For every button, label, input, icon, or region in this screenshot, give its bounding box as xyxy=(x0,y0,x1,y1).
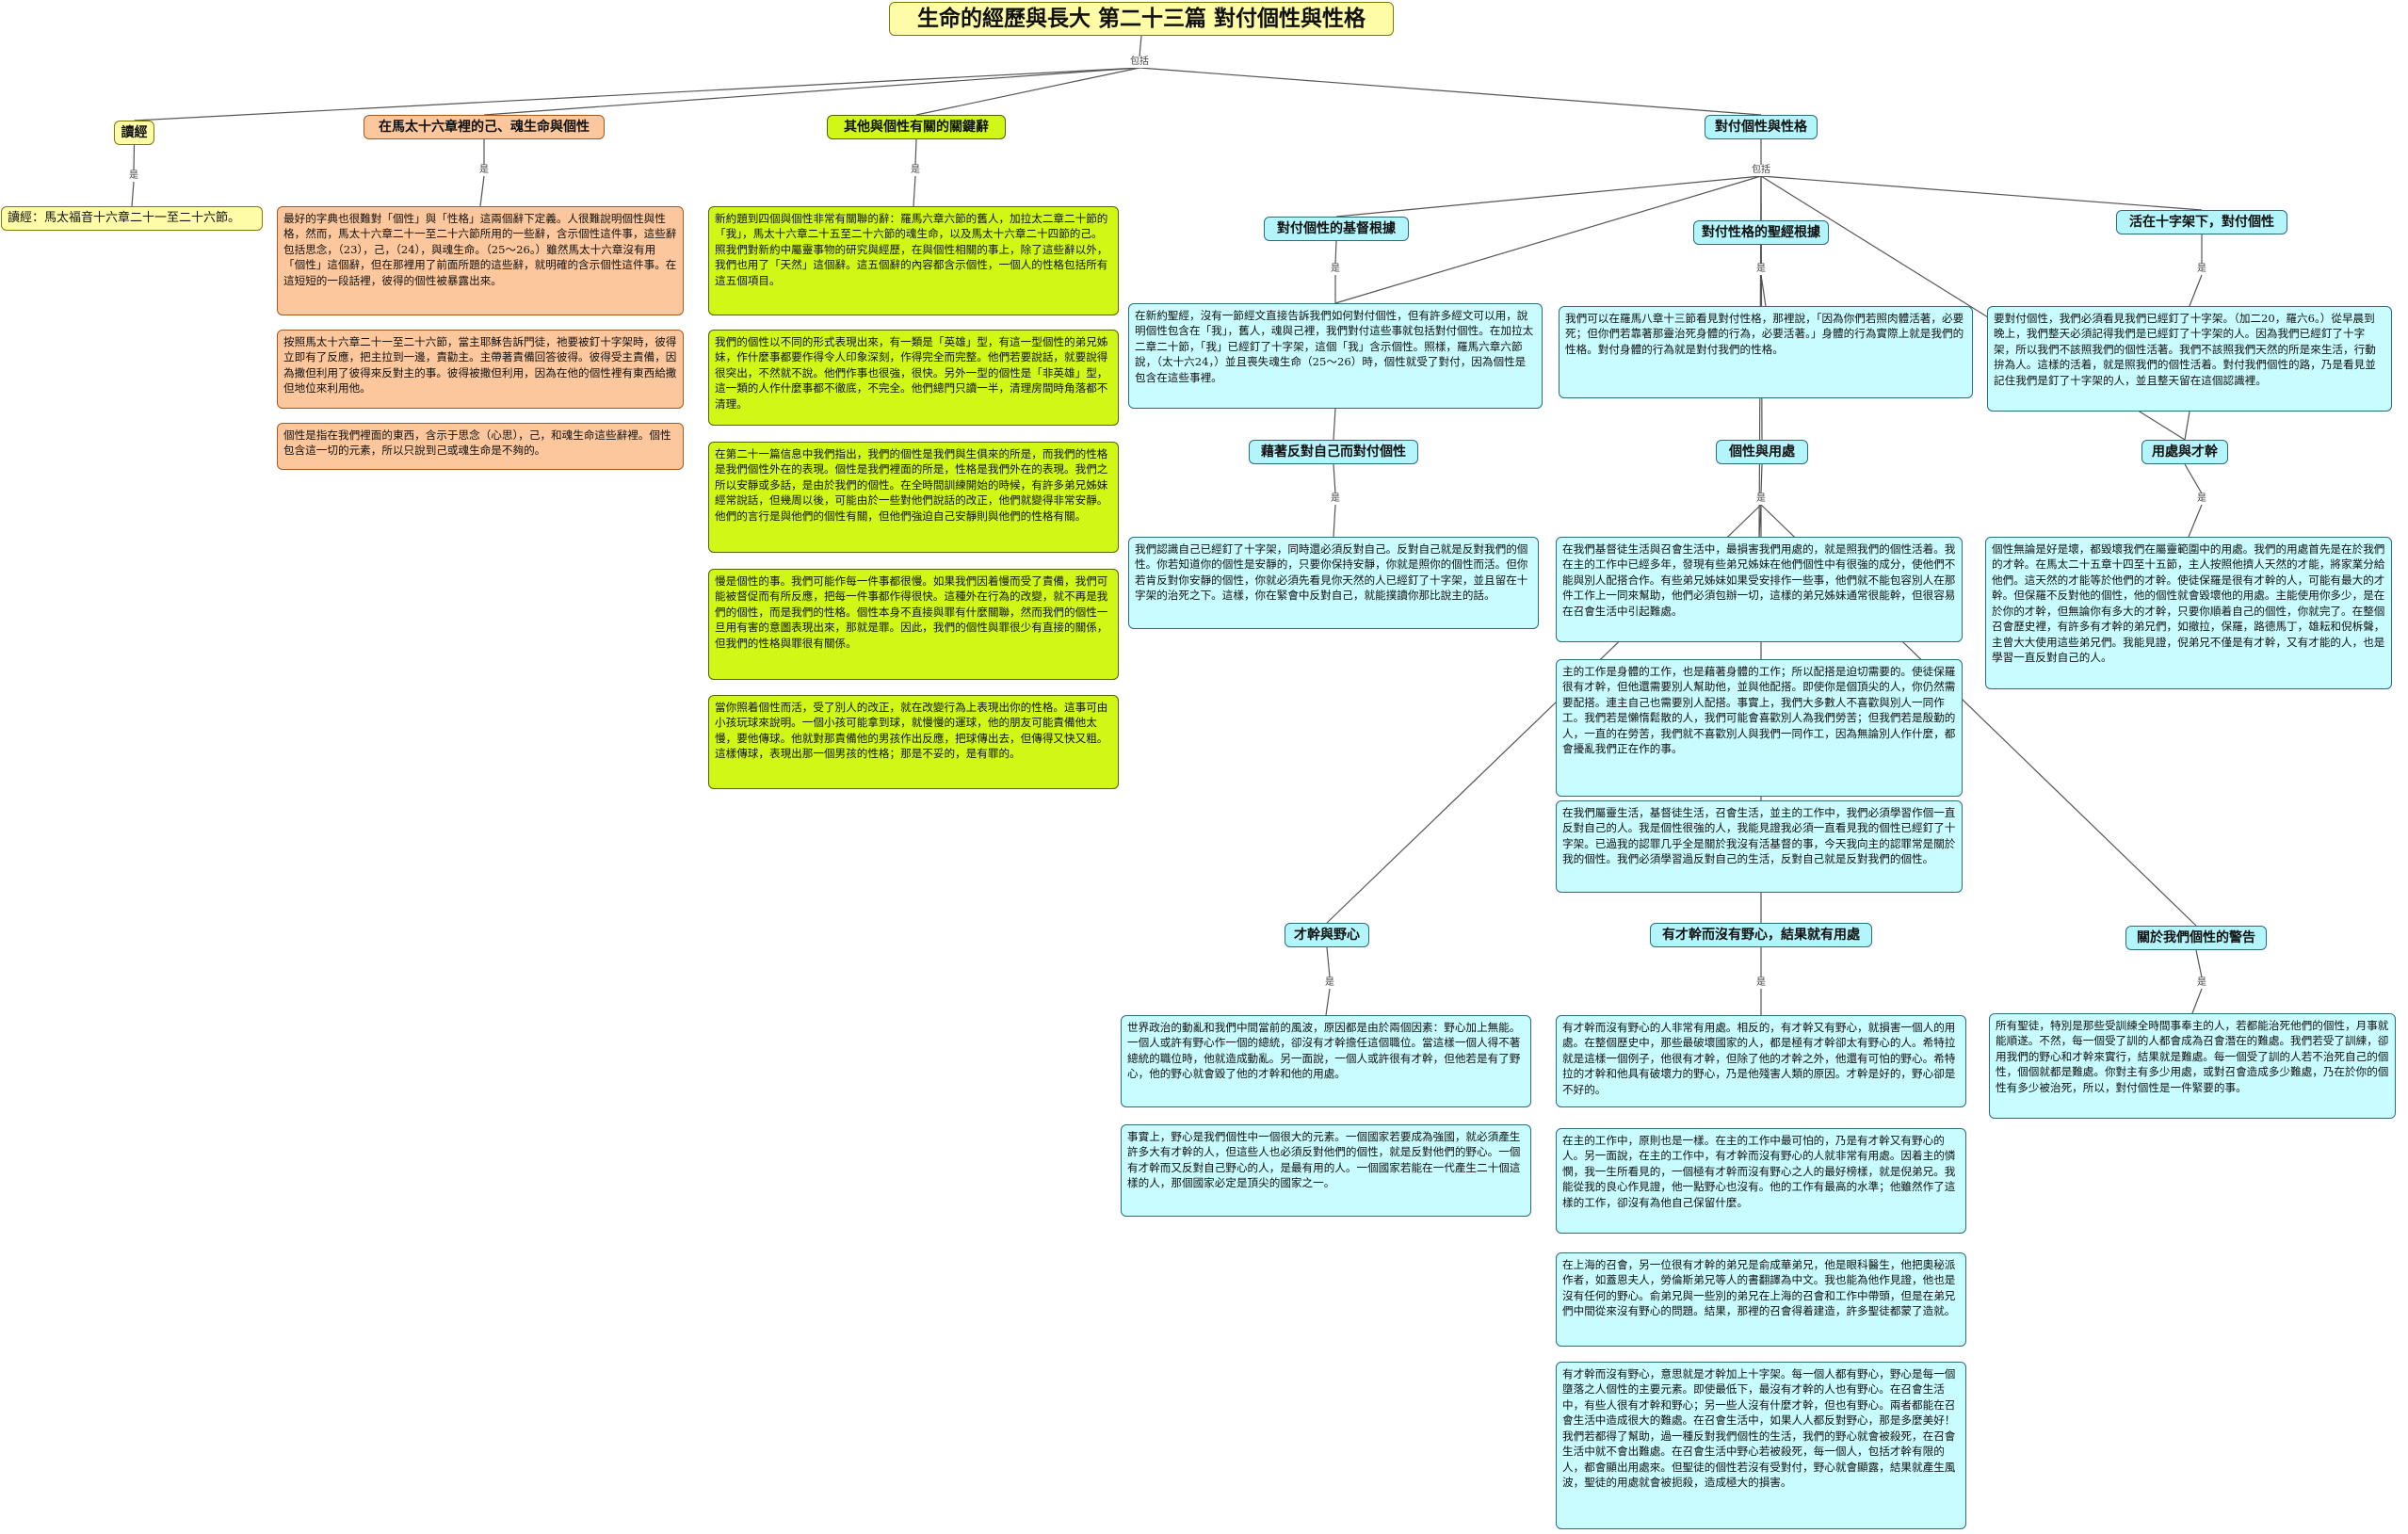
connector-line xyxy=(1334,240,1337,265)
topic-matthew-16[interactable]: 在馬太十六章裡的己、魂生命與個性 xyxy=(364,115,605,139)
connector-line xyxy=(2184,463,2203,494)
include-label: 包括 xyxy=(1751,165,1771,176)
is-label: 是 xyxy=(1330,493,1341,505)
root-topic[interactable]: 生命的經歷與長大 第二十三篇 對付個性與性格 xyxy=(889,2,1394,36)
ability-ambition-note: 事實上，野心是我們個性中一個很大的元素。一個國家若要成為強國，就必須產生許多大有… xyxy=(1121,1124,1531,1217)
connector-line xyxy=(1760,175,2203,211)
personality-usefulness-note: 在我們屬靈生活，基督徒生活，召會生活，並主的工作中，我們必須學習作個一直反對自己… xyxy=(1556,800,1963,893)
ability-without-ambition-note: 有才幹而沒有野心的人非常有用處。相反的，有才幹又有野心，就損害一個人的用處。在整… xyxy=(1556,1015,1966,1107)
topic-oppose-self[interactable]: 藉著反對自己而對付個性 xyxy=(1249,440,1418,464)
ability-without-ambition-note: 在上海的召會，另一位很有才幹的弟兄是俞成華弟兄，他是眼科醫生，他把奧秘派作者，如… xyxy=(1556,1252,1966,1347)
connector-line xyxy=(479,175,485,207)
is-label: 是 xyxy=(1755,264,1767,275)
roots-personality-note: 在新約聖經，沒有一節經文直接告訴我們如何對付個性，但有許多經文可以用，說明個性包… xyxy=(1128,303,1543,409)
warning-personality-note: 所有聖徒，特別是那些受訓練全時間事奉主的人，若都能治死他們的個性，月事就能順遂。… xyxy=(1989,1013,2396,1119)
topic-under-the-cross[interactable]: 活在十字架下，對付個性 xyxy=(2116,210,2287,234)
connector-line xyxy=(2191,988,2203,1014)
topic-deal-personality-character[interactable]: 對付個性與性格 xyxy=(1705,115,1818,139)
is-label: 是 xyxy=(2196,977,2207,989)
connector-line xyxy=(913,175,916,207)
ability-without-ambition-note: 有才幹而沒有野心，意思就是才幹加上十字架。每一個人都有野心，野心是每一個墮落之人… xyxy=(1556,1362,1966,1529)
personality-usefulness-note: 在我們基督徒生活與召會生活中，最損害我們用處的，就是照我們的個性活着。我在主的工… xyxy=(1556,537,1963,642)
topic-roots-personality[interactable]: 對付個性的基督根據 xyxy=(1264,217,1409,241)
ability-without-ambition-note: 在主的工作中，原則也是一樣。在主的工作中最可怕的，乃是有才幹又有野心的人。另一面… xyxy=(1556,1128,1966,1234)
matthew16-note: 個性是指在我們裡面的東西，含示于思念（心思），己，和魂生命這些辭裡。個性包含這一… xyxy=(277,423,684,470)
usefulness-ability-note: 個性無論是好是壞，都毀壞我們在屬靈範圍中的用處。我們的用處首先是在於我們的才幹。… xyxy=(1985,537,2392,689)
connector-line xyxy=(133,144,136,171)
connector-line xyxy=(1334,175,1762,304)
under-cross-note: 要對付個性，我們必須看見我們已經釘了十字架。（加二20，羅六6。）從早晨到晚上，… xyxy=(1987,306,2392,412)
topic-usefulness-ability[interactable]: 用處與才幹 xyxy=(2141,440,2228,464)
is-label: 是 xyxy=(910,165,921,176)
is-label: 是 xyxy=(478,165,490,176)
topic-reading[interactable]: 讀經 xyxy=(114,121,154,145)
topic-ability-without-ambition[interactable]: 有才幹而沒有野心，結果就有用處 xyxy=(1650,923,1872,947)
connector-line xyxy=(131,181,135,207)
connector-line xyxy=(2189,274,2203,307)
connector-line xyxy=(1335,175,1762,218)
connector-line xyxy=(1325,988,1331,1016)
connector-line xyxy=(1333,408,1336,441)
topic-personality-usefulness[interactable]: 個性與用處 xyxy=(1716,440,1808,464)
connector-line xyxy=(1760,274,1767,307)
reading-note: 讀經：馬太福音十六章二十一至二十六節。 xyxy=(1,206,263,231)
ability-ambition-note: 世界政治的動亂和我們中間當前的風波，原因都是由於兩個因素：野心加上無能。一個人或… xyxy=(1121,1015,1531,1107)
connector-line xyxy=(915,67,1140,116)
connector-line xyxy=(2184,411,2190,441)
related-keyword-note: 當你照着個性而活，受了別人的改正，就在改變行為上表現出你的性格。這事可由小孩玩球… xyxy=(708,695,1119,789)
personality-usefulness-note: 主的工作是身體的工作，也是藉著身體的工作；所以配搭是迫切需要的。使徒保羅很有才幹… xyxy=(1556,659,1963,797)
connector-line xyxy=(483,67,1140,116)
is-label: 是 xyxy=(2196,493,2207,505)
topic-roots-character[interactable]: 對付性格的聖經根據 xyxy=(1693,220,1829,245)
roots-character-note: 我們可以在羅馬八章十三節看見對付性格，那裡說，「因為你們若照肉體活著，必要死；但… xyxy=(1559,306,1973,398)
is-label: 是 xyxy=(1755,977,1767,989)
include-label: 包括 xyxy=(1129,57,1150,68)
connector-line xyxy=(1139,67,1762,116)
is-label: 是 xyxy=(128,170,139,182)
connector-line xyxy=(1139,35,1142,57)
related-keyword-note: 慢是個性的事。我們可能作每一件事都很慢。如果我們因着慢而受了責備，我們可能被督促… xyxy=(708,569,1119,680)
connector-line xyxy=(1760,463,1763,494)
matthew16-note: 最好的字典也很難對「個性」與「性格」這兩個辭下定義。人很難說明個性與性格，然而，… xyxy=(277,206,684,315)
connector-line xyxy=(2195,949,2203,978)
oppose-self-note: 我們認識自己已經釘了十字架，同時還必須反對自己。反對自己就是反對我們的個性。你若… xyxy=(1128,537,1539,629)
connector-line xyxy=(134,67,1140,121)
connector-line xyxy=(1326,946,1331,978)
topic-ability-ambition[interactable]: 才幹與野心 xyxy=(1285,923,1369,947)
related-keyword-note: 在第二十一篇信息中我們指出，我們的個性是我們與生俱來的所是，而我們的性格是我們個… xyxy=(708,442,1119,553)
is-label: 是 xyxy=(2196,264,2207,275)
related-keyword-note: 我們的個性以不同的形式表現出來，有一類是「英雄」型，有這一型個性的弟兄姊妹，作什… xyxy=(708,330,1119,426)
connector-line xyxy=(2188,504,2203,538)
is-label: 是 xyxy=(1330,264,1341,275)
is-label: 是 xyxy=(1755,493,1767,505)
connector-line xyxy=(914,138,917,166)
matthew16-note: 按照馬太十六章二十一至二十六節，當主耶穌告訴門徒，祂要被釘十字架時，彼得立即有了… xyxy=(277,330,684,409)
topic-related-keywords[interactable]: 其他與個性有關的關鍵辭 xyxy=(827,115,1006,139)
related-keyword-note: 新約題到四個與個性非常有關聯的辭：羅馬六章六節的舊人，加拉太二章二十節的「我」，… xyxy=(708,206,1119,315)
connector-line xyxy=(1333,463,1336,494)
is-label: 是 xyxy=(1324,977,1335,989)
topic-warning-personality[interactable]: 關於我們個性的警告 xyxy=(2125,926,2267,950)
connector-line xyxy=(1333,504,1336,538)
